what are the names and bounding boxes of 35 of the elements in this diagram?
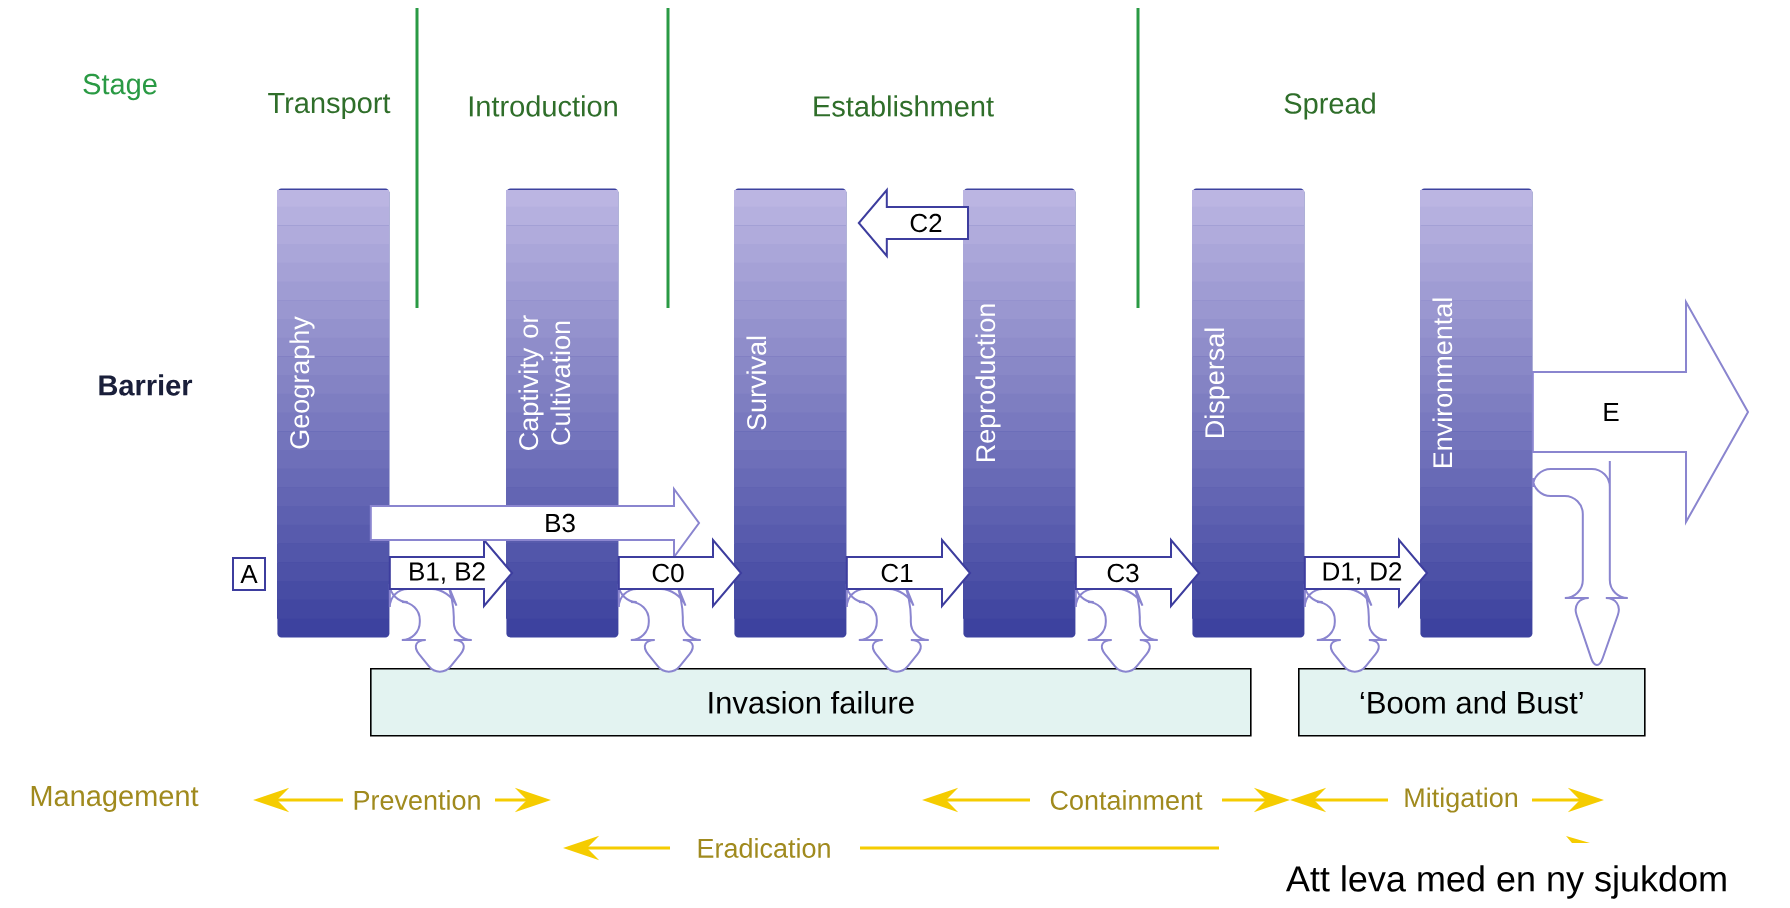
barrier-bar: Environmental [1420,188,1533,638]
outcome-box: Invasion failure [370,668,1252,737]
block-arrow [857,187,969,259]
curved-arrow [1531,460,1629,667]
edge-label: C1 [881,563,913,583]
block-arrow [1531,298,1750,526]
stage-name: Establishment [814,95,994,117]
block-arrow [845,537,972,609]
column-heading: Stage [83,73,157,101]
block-arrow [617,537,743,609]
row-heading: Management [31,786,199,812]
outcome-box: ‘Boom and Bust’ [1298,668,1646,737]
stage-name: Transport [268,93,391,119]
barrier-bar: Survival [734,188,847,638]
management-option: Mitigation [1405,787,1517,813]
edge-label: E [1604,403,1619,421]
row-heading: Barrier [99,374,193,396]
edge-label: C2 [910,213,942,233]
edge-label: D1, D2 [1323,562,1402,584]
stage-name: Introduction [469,95,617,117]
block-arrow [1074,537,1201,609]
barrier-bar: Geography [277,188,390,638]
block-arrow [1303,537,1429,609]
barrier-bar: Dispersal [1192,188,1305,638]
edge-label: C0 [652,563,684,583]
label-box: A [232,557,266,591]
management-option: Eradication [698,838,830,858]
barrier-bar: Reproduction [963,188,1076,638]
edge-label: C3 [1107,563,1139,583]
edge-label: B1, B2 [410,562,485,584]
edge-label: B3 [546,513,575,533]
stage-name: Spread [1284,92,1375,120]
note: Att leva med en ny sjukdom [1285,865,1726,899]
management-option: Prevention [354,790,480,810]
management-option: Containment [1050,790,1203,810]
